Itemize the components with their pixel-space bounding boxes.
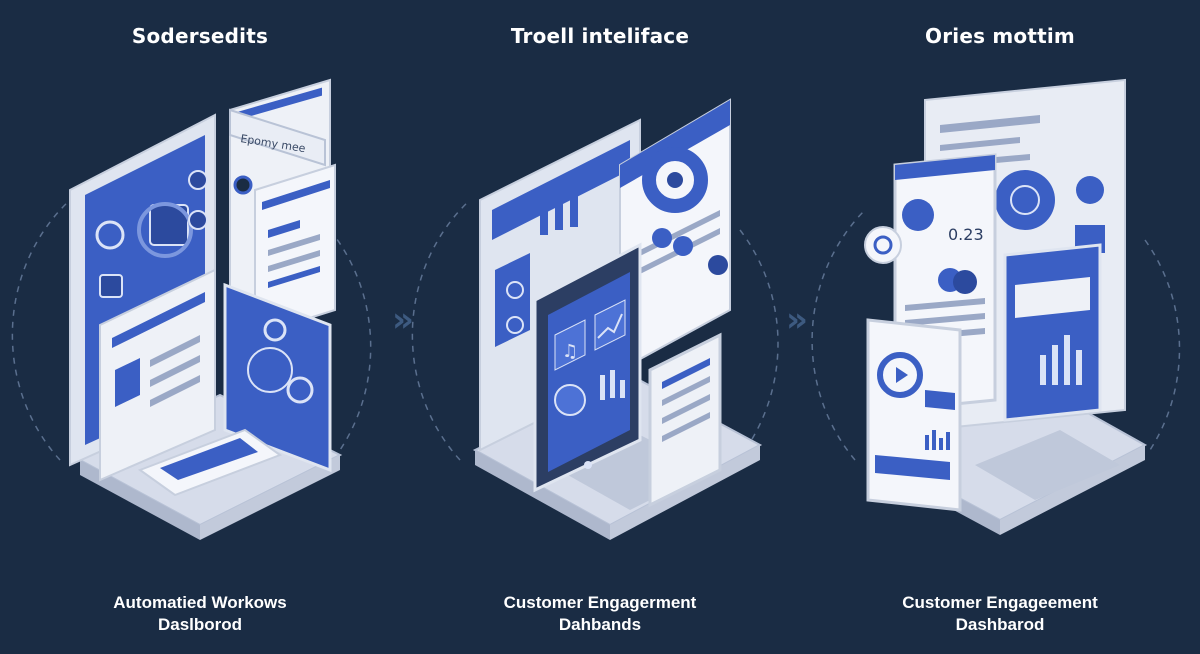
caption-line-1: Customer Engageement — [902, 593, 1098, 612]
panel-title: Ories mottim — [925, 24, 1075, 48]
panel-caption: Automatied Workows Daslborod — [0, 592, 400, 636]
caption-line-2: Dashbarod — [955, 615, 1045, 634]
play-icon — [877, 352, 923, 398]
panel-title: Troell inteliface — [510, 24, 690, 48]
panel-customer-engagement-1: Troell inteliface — [400, 0, 800, 654]
caption-line-2: Dahbands — [558, 615, 642, 634]
donut-chart-icon — [642, 147, 708, 213]
panel-customer-engagement-2: Ories mottim — [800, 0, 1200, 654]
fingerprint-icon — [995, 170, 1055, 230]
clock-icon — [188, 170, 208, 190]
toggle-icon — [652, 228, 672, 248]
bar-chart-icon — [1040, 355, 1046, 385]
main-screen — [1003, 243, 1102, 422]
device-illustration: 0.23 — [811, 78, 1181, 535]
phone — [648, 332, 722, 508]
front-phone — [866, 318, 962, 512]
panel-caption: Customer Engageement Dashbarod — [800, 592, 1200, 636]
lock-icon — [1076, 176, 1104, 204]
trend-chart-icon — [594, 299, 626, 351]
device-illustration: ♫ — [411, 98, 779, 540]
gears-screen — [223, 282, 332, 473]
panel-title: Sodersedits — [131, 24, 269, 48]
panel-automated-workflows: Sodersedits — [0, 0, 400, 654]
panel-caption: Customer Engagerment Dahbands — [400, 592, 800, 636]
gear-icon — [864, 226, 902, 264]
arrow-2: » — [786, 300, 808, 340]
device-illustration: Epomy mee — [11, 78, 372, 540]
metric-value: 0.23 — [948, 225, 984, 244]
orbit-ring — [11, 199, 71, 461]
caption-line-1: Customer Engagerment — [503, 593, 697, 612]
keyboard — [975, 430, 1120, 500]
front-tablet — [99, 268, 216, 482]
bar-chart-icon — [540, 195, 548, 235]
chart-icon — [99, 274, 123, 298]
music-note-icon: ♫ — [562, 341, 578, 362]
gear-icon — [247, 347, 293, 393]
pie-chart-icon — [902, 199, 934, 231]
caption-line-1: Automatied Workows — [113, 593, 287, 612]
lightbulb-icon — [95, 220, 125, 250]
caption-line-2: Daslborod — [157, 615, 243, 634]
